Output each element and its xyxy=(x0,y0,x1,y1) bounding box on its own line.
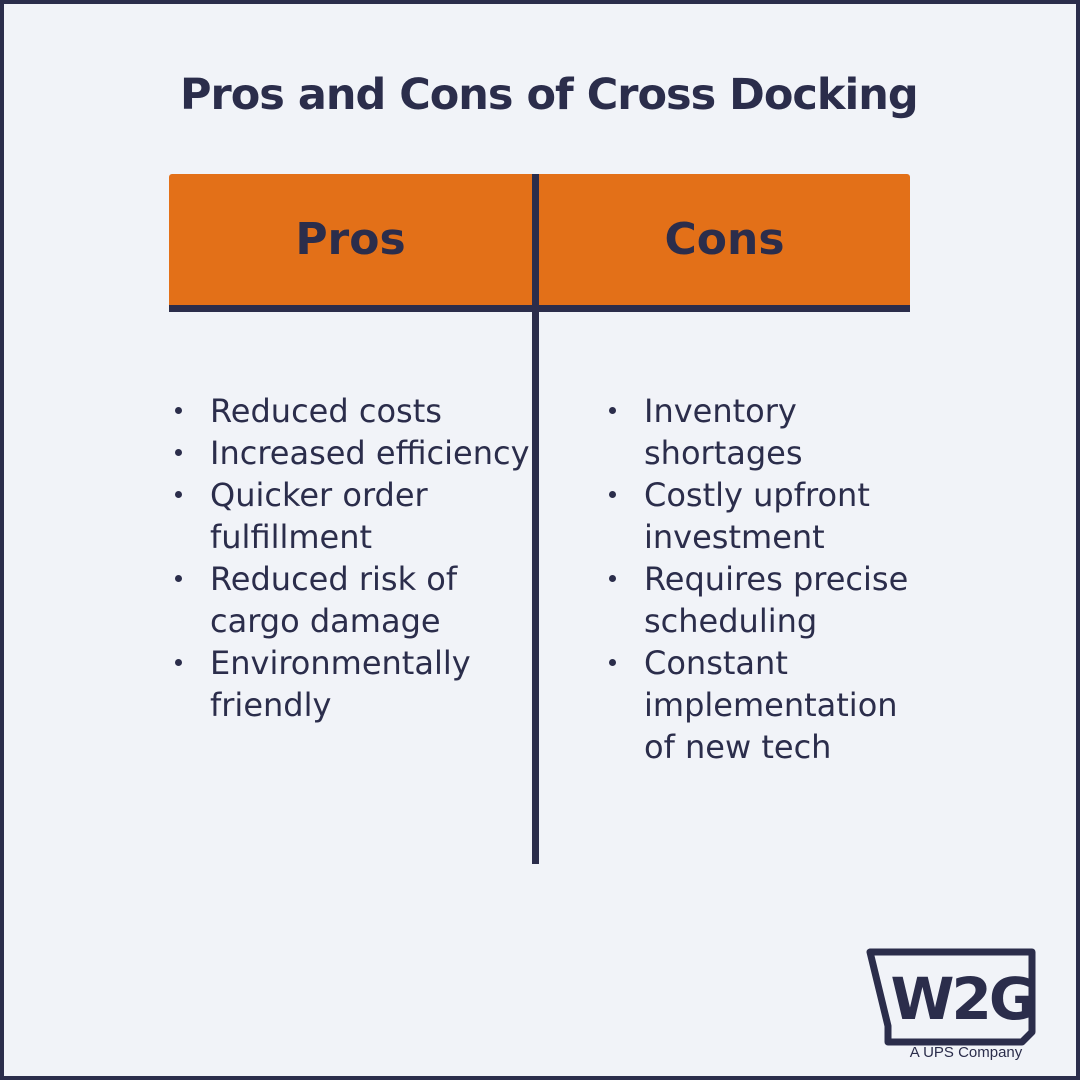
list-item-text: Inventory shortages xyxy=(644,392,803,472)
list-item-text: Costly upfront investment xyxy=(644,476,870,556)
list-item: Quicker order fulfillment xyxy=(170,474,530,558)
infographic-canvas: Pros and Cons of Cross Docking Pros Cons… xyxy=(4,4,1076,1076)
cons-list: Inventory shortages Costly upfront inves… xyxy=(604,390,934,768)
table-header-band xyxy=(169,174,910,305)
list-item: Increased efficiency xyxy=(170,432,530,474)
list-item: Reduced risk of cargo damage xyxy=(170,558,530,642)
logo-frame xyxy=(866,948,1036,1046)
list-item: Requires precise scheduling xyxy=(604,558,934,642)
list-item: Costly upfront investment xyxy=(604,474,934,558)
pros-list: Reduced costs Increased efficiency Quick… xyxy=(170,390,530,726)
list-item-text: Reduced risk of cargo damage xyxy=(210,560,458,640)
list-item: Constant implementation of new tech xyxy=(604,642,934,768)
page-title: Pros and Cons of Cross Docking xyxy=(180,70,919,120)
bullet-icon xyxy=(609,407,616,414)
bullet-icon xyxy=(609,659,616,666)
list-item: Environmentally friendly xyxy=(170,642,530,726)
bullet-icon xyxy=(175,407,182,414)
bullet-icon xyxy=(175,449,182,456)
logo-mark: W2G xyxy=(891,965,1034,1033)
list-item-text: Quicker order fulfillment xyxy=(210,476,428,556)
header-underline xyxy=(169,305,910,312)
w2g-logo: W2G xyxy=(866,948,1036,1046)
list-item-text: Reduced costs xyxy=(210,392,442,430)
list-item-text: Increased efficiency xyxy=(210,434,530,472)
list-item: Inventory shortages xyxy=(604,390,934,474)
list-item: Reduced costs xyxy=(170,390,530,432)
cons-heading: Cons xyxy=(664,214,785,265)
column-divider xyxy=(532,174,539,864)
pros-heading: Pros xyxy=(295,214,406,265)
bullet-icon xyxy=(175,491,182,498)
bullet-icon xyxy=(609,491,616,498)
list-item-text: Environmentally friendly xyxy=(210,644,471,724)
list-item-text: Requires precise scheduling xyxy=(644,560,909,640)
list-item-text: Constant implementation of new tech xyxy=(644,644,898,766)
bullet-icon xyxy=(175,575,182,582)
bullet-icon xyxy=(175,659,182,666)
bullet-icon xyxy=(609,575,616,582)
logo-tagline: A UPS Company xyxy=(909,1044,1023,1061)
